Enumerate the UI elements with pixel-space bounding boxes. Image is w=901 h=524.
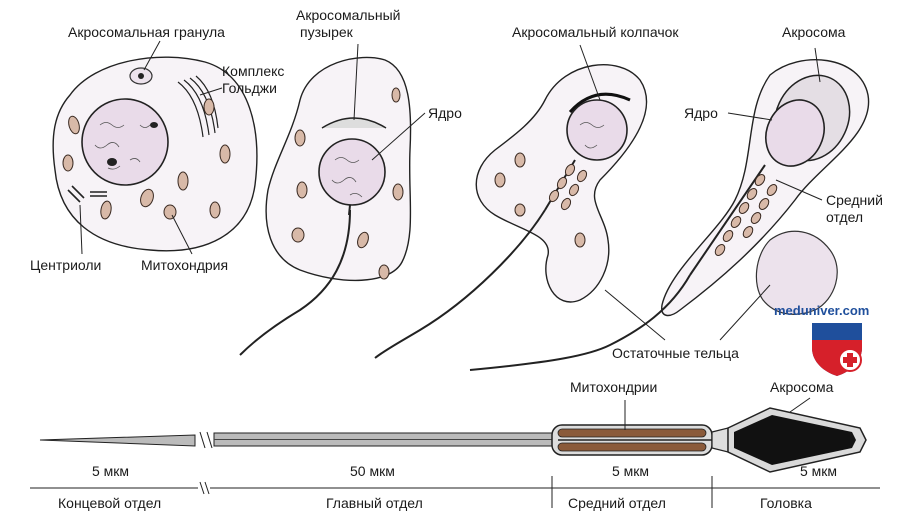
scale-middle-piece: 5 мкм — [612, 463, 649, 479]
end-piece — [39, 434, 196, 447]
label-acrosome-top: Акросома — [782, 24, 846, 40]
nucleus-1 — [81, 98, 169, 186]
stage-1-spermatid — [52, 40, 258, 255]
scale-head: 5 мкм — [800, 463, 837, 479]
label-acrosomal-granule: Акросомальная гранула — [68, 24, 225, 40]
residual-body — [755, 230, 838, 315]
label-mitochondria-cell: Митохондрия — [141, 257, 228, 273]
scale-end-piece: 5 мкм — [92, 463, 129, 479]
label-centrioles: Центриоли — [30, 257, 101, 273]
break-mark — [199, 431, 213, 449]
acrosomal-cap — [568, 92, 631, 114]
flagellum-4 — [469, 274, 691, 371]
acrosomal-granule-core — [138, 73, 144, 79]
chromatin-2 — [331, 157, 363, 198]
stage-3-spermatid — [374, 44, 648, 359]
label-nucleus-4: Ядро — [684, 105, 718, 121]
flagellum-2-tail — [239, 209, 351, 356]
nucleus-2 — [318, 138, 386, 206]
nucleus-3 — [566, 99, 628, 161]
mitochondria-4-sheath — [714, 174, 778, 256]
mitochondria-2 — [291, 87, 404, 280]
label-middle-piece-1: Средний — [826, 192, 883, 208]
watermark-site: meduniver.com — [774, 303, 869, 318]
label-acrosomal-vesicle-2: пузырек — [300, 24, 354, 40]
mitochondria-1 — [62, 98, 231, 220]
label-acrosomal-vesicle-1: Акросомальный — [296, 7, 400, 23]
label-nucleus-2: Ядро — [428, 105, 462, 121]
axoneme-4 — [689, 164, 766, 276]
watermark: meduniver.com — [774, 303, 869, 376]
label-acrosome-bottom: Акросома — [770, 379, 834, 395]
head-nucleus — [734, 415, 856, 465]
mitochondria-3-sheath — [548, 163, 588, 211]
nucleus-4 — [765, 99, 825, 167]
section-end-piece: Концевой отдел — [58, 495, 161, 511]
section-principal-piece: Главный отдел — [326, 495, 423, 511]
nucleolus-1b — [150, 122, 158, 128]
stage-4-spermatid — [469, 47, 870, 371]
section-middle-piece: Средний отдел — [568, 495, 666, 511]
label-residual-bodies: Остаточные тельца — [612, 345, 739, 361]
flagellum-3 — [374, 209, 546, 359]
section-head: Головка — [760, 495, 812, 511]
label-golgi-2: Гольджи — [222, 80, 277, 96]
centrioles — [67, 185, 107, 203]
section-bar — [30, 476, 880, 508]
chromatin-1 — [94, 122, 151, 170]
stage-2-spermatid — [239, 43, 426, 356]
mature-spermatozoon — [39, 397, 867, 473]
label-mitochondria-bottom: Митохондрии — [570, 379, 657, 395]
golgi-complex — [177, 75, 219, 138]
label-acrosomal-cap: Акросомальный колпачок — [512, 24, 679, 40]
mitochondria-3 — [494, 152, 586, 248]
scale-principal-piece: 50 мкм — [350, 463, 395, 479]
nucleolus-1a — [107, 158, 117, 166]
medical-badge-icon — [812, 323, 862, 376]
label-middle-piece-2: отдел — [826, 209, 863, 225]
chromatin-3 — [579, 122, 605, 149]
label-golgi-1: Комплекс — [222, 63, 284, 79]
